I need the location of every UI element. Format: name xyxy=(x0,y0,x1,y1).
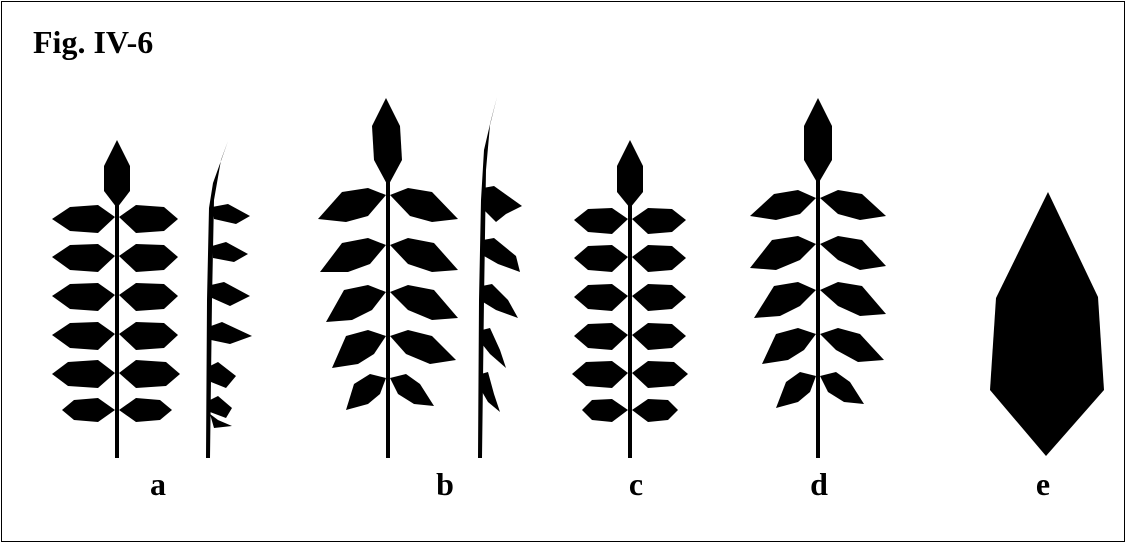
compound-leaf-d-front xyxy=(750,98,886,458)
leaflet-right xyxy=(390,285,458,320)
compound-leaf-b-side xyxy=(478,97,522,458)
compound-leaf-b-front xyxy=(318,98,458,458)
panel-label-c: c xyxy=(616,468,656,500)
leaflet-right xyxy=(632,208,686,234)
rachis xyxy=(386,175,390,458)
leaflet-left xyxy=(582,399,628,422)
single-leaflet-e xyxy=(990,192,1104,456)
leaflet-left xyxy=(754,282,816,318)
leaflet-right xyxy=(390,374,434,406)
leaflet-side xyxy=(211,282,250,306)
leaflet-left xyxy=(750,190,816,220)
leaflet-right xyxy=(119,244,178,272)
leaflet-left xyxy=(52,244,115,272)
leaflet-right xyxy=(119,205,178,233)
leaflet-right xyxy=(632,399,678,422)
leaflet-right xyxy=(820,282,886,316)
leaflet-side xyxy=(210,396,232,418)
leaflet-right xyxy=(632,323,686,350)
leaflet-left xyxy=(52,205,115,233)
leaflet-left xyxy=(346,374,386,410)
leaflet-right xyxy=(119,283,178,311)
leaflet-right xyxy=(820,236,886,270)
leaflet-left xyxy=(52,360,115,388)
leaflet-side xyxy=(482,284,518,318)
leaflet-left xyxy=(62,398,115,422)
leaflet-left xyxy=(574,284,628,311)
leaflet-large xyxy=(990,192,1104,456)
leaflet-side xyxy=(482,328,506,368)
compound-leaf-a-side xyxy=(206,141,252,458)
leaflet-left xyxy=(574,208,628,234)
leaflet-side xyxy=(481,372,500,412)
leaflet-right xyxy=(820,328,884,362)
panel-label-b: b xyxy=(425,468,465,500)
compound-leaf-a-front xyxy=(52,140,180,458)
leaflet-left xyxy=(574,323,628,350)
compound-leaf-c-front xyxy=(572,140,688,458)
leaflet-left xyxy=(572,361,628,388)
leaflet-left xyxy=(750,236,816,270)
leaflet-side xyxy=(210,362,236,388)
leaflet-left xyxy=(318,188,386,222)
leaflet-left xyxy=(574,245,628,272)
leaflet-right xyxy=(632,361,688,388)
leaflet-left xyxy=(52,283,115,311)
leaflet-right xyxy=(119,360,180,388)
leaflet-side xyxy=(212,204,250,224)
leaflet-right xyxy=(390,188,458,222)
terminal-leaflet xyxy=(372,98,402,186)
leaflet-left xyxy=(776,372,816,408)
panel-label-d: d xyxy=(799,468,839,500)
leaflet-side xyxy=(211,322,252,344)
leaflet-right xyxy=(820,372,864,404)
terminal-leaflet xyxy=(104,140,130,208)
leaflet-right xyxy=(390,330,456,364)
leaflet-left xyxy=(52,322,115,350)
leaflet-right xyxy=(820,190,886,220)
leaflet-side xyxy=(212,242,248,262)
leaflet-side xyxy=(483,238,520,272)
leaflet-right xyxy=(119,322,178,350)
leaflet-right xyxy=(390,238,458,272)
panel-label-e: e xyxy=(1023,468,1063,500)
leaflet-left xyxy=(762,328,816,364)
leaflet-left xyxy=(320,238,386,272)
rachis xyxy=(816,178,820,458)
leaflet-right xyxy=(632,245,686,272)
terminal-leaflet xyxy=(804,98,832,184)
rachis xyxy=(115,190,119,458)
terminal-leaflet xyxy=(617,140,643,208)
leaflet-left xyxy=(326,285,386,322)
panel-label-a: a xyxy=(138,468,178,500)
leaflet-right xyxy=(119,398,172,422)
rachis xyxy=(628,192,632,458)
leaflet-right xyxy=(632,284,686,311)
leaflet-left xyxy=(332,330,386,368)
leaflet-side xyxy=(483,186,522,222)
